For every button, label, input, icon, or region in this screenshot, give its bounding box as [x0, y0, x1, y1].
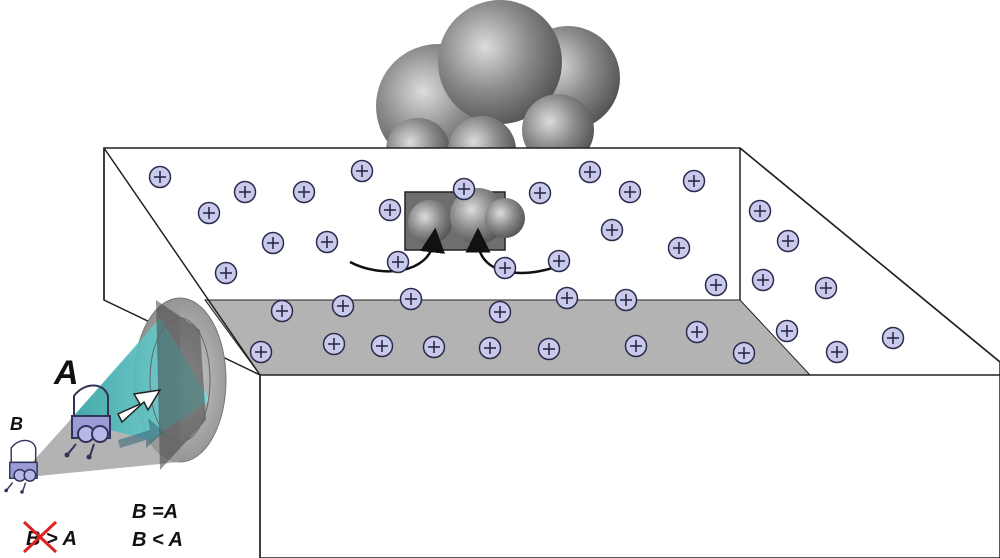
plus-ion-icon: [614, 288, 638, 312]
plus-ion-icon: [350, 159, 374, 183]
plus-ion-icon: [600, 218, 624, 242]
plus-ion-icon: [667, 236, 691, 260]
label-b: B: [10, 414, 23, 434]
viewing-cone: [18, 297, 227, 478]
cross-out-mark: [22, 520, 58, 554]
plus-ion-icon: [214, 261, 238, 285]
plus-ion-icon: [249, 340, 273, 364]
plus-ion-icon: [775, 319, 799, 343]
molecule-cloud-icon: [376, 0, 620, 184]
plus-ion-icon: [685, 320, 709, 344]
plus-ion-icon: [452, 177, 476, 201]
observer-figure-icon: [64, 384, 111, 460]
plus-ion-icon: [378, 198, 402, 222]
plus-ion-icon: [233, 180, 257, 204]
plus-ion-icon: [537, 337, 561, 361]
plus-ion-icon: [751, 268, 775, 292]
plus-ion-icon: [682, 169, 706, 193]
plus-ion-icon: [386, 250, 410, 274]
plus-ion-icon: [555, 286, 579, 310]
direction-arrow-icon: [116, 389, 164, 448]
plus-ion-icon: [331, 294, 355, 318]
plus-ion-icon: [370, 334, 394, 358]
plus-ion-icon: [478, 336, 502, 360]
label-a: A: [53, 354, 79, 392]
plus-ion-icon: [732, 341, 756, 365]
plus-ion-icon: [148, 165, 172, 189]
plus-ion-icon: [322, 332, 346, 356]
plus-ion-icon: [261, 231, 285, 255]
plus-ion-icon: [488, 300, 512, 324]
plus-ion-icon: [814, 276, 838, 300]
plus-ion-icon: [748, 199, 772, 223]
plus-ion-icon: [578, 160, 602, 184]
plus-ion-icon: [292, 180, 316, 204]
plus-ion-icon: [493, 256, 517, 280]
plus-ion-icon: [197, 201, 221, 225]
condition-b-less-a: B < A: [132, 529, 183, 551]
plus-ion-icon: [704, 273, 728, 297]
plus-ion-icon: [881, 326, 905, 350]
plus-ion-icon: [624, 334, 648, 358]
plus-ion-icon: [399, 287, 423, 311]
plus-ion-icon: [618, 180, 642, 204]
plus-ion-icon: [547, 249, 571, 273]
observer-figure-icon: [4, 439, 38, 494]
plus-ion-icon: [776, 229, 800, 253]
plus-ion-icon: [315, 230, 339, 254]
plus-ion-icon: [422, 335, 446, 359]
ion-group: [148, 159, 905, 365]
plus-ion-icon: [825, 340, 849, 364]
plus-ion-icon: [270, 299, 294, 323]
condition-b-equal-a: B =A: [132, 501, 178, 523]
plus-ion-icon: [528, 181, 552, 205]
condition-b-greater-a: B > A: [26, 528, 77, 550]
